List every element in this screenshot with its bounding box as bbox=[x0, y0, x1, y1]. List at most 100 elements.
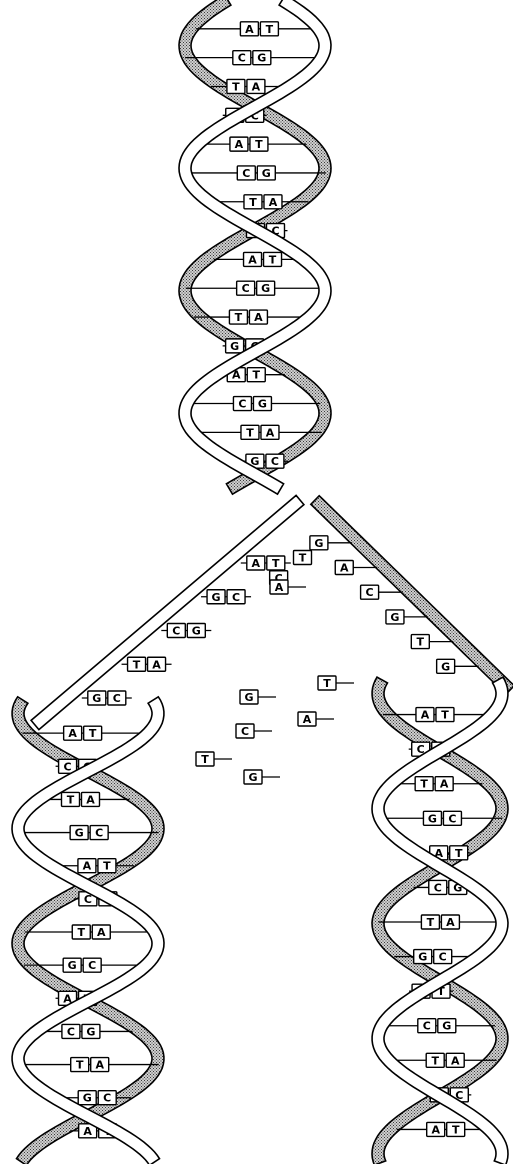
svg-text:T: T bbox=[437, 985, 445, 998]
daughter-left-base-7-b: C bbox=[82, 957, 102, 973]
free-nucleotide-3: C bbox=[235, 723, 272, 739]
parent-base-0-a: A bbox=[239, 21, 260, 37]
svg-text:T: T bbox=[427, 916, 435, 929]
daughter-left-base-3-a: G bbox=[69, 824, 89, 841]
svg-text:A: A bbox=[63, 992, 72, 1005]
svg-text:C: C bbox=[238, 398, 246, 411]
fork-right-base-2: C bbox=[359, 584, 380, 600]
daughter-left-base-2-b: A bbox=[80, 791, 101, 808]
svg-text:T: T bbox=[441, 709, 449, 722]
svg-text:T: T bbox=[232, 80, 240, 93]
svg-text:C: C bbox=[455, 1089, 463, 1102]
parent-base-15-b: C bbox=[265, 453, 285, 469]
daughter-right-base-0-b: T bbox=[435, 706, 455, 723]
fork-left-base-0-a: A bbox=[246, 555, 266, 571]
daughter-right-base-7-b: C bbox=[433, 948, 453, 965]
daughter-helix-left: ATCGTAGCATCGTAGCATCGTAGCAT bbox=[11, 695, 165, 1164]
svg-text:C: C bbox=[238, 52, 246, 65]
svg-text:C: C bbox=[113, 692, 121, 705]
parent-base-9-a: C bbox=[235, 280, 256, 296]
svg-text:A: A bbox=[152, 658, 161, 671]
svg-text:A: A bbox=[83, 1125, 92, 1138]
svg-text:C: C bbox=[242, 282, 250, 295]
svg-text:C: C bbox=[172, 625, 180, 638]
svg-text:C: C bbox=[434, 881, 442, 894]
parent-base-10-a: T bbox=[228, 309, 249, 325]
svg-text:C: C bbox=[242, 167, 250, 180]
svg-text:G: G bbox=[442, 1020, 451, 1033]
free-nucleotide-2: T bbox=[317, 675, 354, 691]
svg-text:C: C bbox=[67, 1025, 75, 1038]
daughter-right-base-10-a: T bbox=[425, 1052, 445, 1068]
svg-text:A: A bbox=[254, 311, 263, 324]
svg-text:T: T bbox=[431, 1054, 439, 1067]
daughter-right-base-3-a: G bbox=[422, 810, 443, 826]
svg-text:G: G bbox=[68, 959, 77, 972]
fork-right-base-4: T bbox=[410, 633, 430, 650]
svg-text:G: G bbox=[248, 771, 257, 784]
parent-base-1-a: C bbox=[232, 49, 252, 66]
fork-left-base-0-b: T bbox=[266, 555, 286, 571]
daughter-left-base-9-b: G bbox=[81, 1023, 101, 1040]
parent-base-8-b: T bbox=[262, 251, 283, 268]
parent-base-14-a: T bbox=[240, 424, 260, 441]
fork-right-base-1: A bbox=[334, 559, 354, 576]
daughter-left-base-7-a: G bbox=[62, 957, 82, 973]
free-nucleotide-3-base: C bbox=[235, 723, 255, 739]
daughter-left-backbone-back bbox=[11, 695, 165, 1164]
svg-text:A: A bbox=[340, 562, 349, 575]
parent-base-8-a: A bbox=[242, 251, 263, 268]
svg-text:T: T bbox=[272, 557, 280, 570]
daughter-left-backbone-front bbox=[11, 695, 165, 1164]
parent-base-13-a: C bbox=[232, 395, 253, 412]
svg-text:G: G bbox=[314, 537, 323, 550]
fork-left-base-4-b: C bbox=[107, 690, 127, 706]
daughter-left-base-1-a: C bbox=[57, 758, 78, 774]
parent-base-5-b: G bbox=[256, 165, 276, 181]
free-nucleotide-1-base: G bbox=[239, 689, 259, 705]
daughter-left-base-6-b: A bbox=[91, 924, 111, 940]
svg-text:G: G bbox=[86, 1025, 95, 1038]
daughter-right-backbone-back bbox=[371, 676, 509, 1164]
daughter-left-base-12-a: A bbox=[77, 1123, 98, 1139]
svg-text:G: G bbox=[250, 455, 259, 468]
svg-text:T: T bbox=[246, 426, 254, 439]
svg-text:T: T bbox=[249, 196, 257, 209]
parent-base-5-a: C bbox=[236, 165, 256, 181]
fork-left-base-4-a: G bbox=[87, 690, 107, 706]
svg-text:G: G bbox=[230, 340, 239, 353]
daughter-left-base-10-a: T bbox=[70, 1056, 90, 1073]
svg-text:T: T bbox=[89, 727, 97, 740]
svg-text:A: A bbox=[431, 1123, 440, 1136]
svg-text:A: A bbox=[252, 80, 261, 93]
fork-left-single-base-0: T bbox=[292, 549, 313, 566]
daughter-left-base-4-a: A bbox=[77, 858, 97, 874]
svg-text:T: T bbox=[235, 311, 243, 324]
parent-base-2-b: A bbox=[246, 78, 266, 95]
svg-text:A: A bbox=[451, 1054, 460, 1067]
daughter-right-backbone-front bbox=[371, 676, 509, 1164]
parent-base-6-b: A bbox=[263, 194, 283, 210]
free-nucleotide-2-base: T bbox=[317, 675, 337, 691]
daughter-left-base-4-b: T bbox=[97, 858, 117, 874]
svg-text:A: A bbox=[68, 727, 77, 740]
